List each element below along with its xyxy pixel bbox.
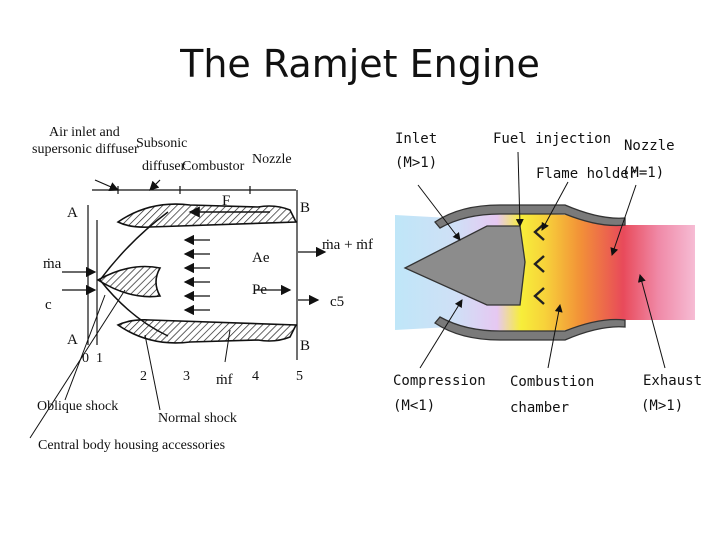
station-5-label: 5 bbox=[296, 369, 303, 384]
station-a-top-label: A bbox=[67, 205, 78, 221]
fuel-flow-label: ṁf bbox=[216, 372, 233, 388]
exit-area-label: Ae bbox=[252, 250, 270, 266]
station-0-label: 0 bbox=[82, 351, 89, 366]
station-4-label: 4 bbox=[252, 369, 259, 384]
station-a-bottom-label: A bbox=[67, 332, 78, 348]
nozzle-mach-label: (M=1) bbox=[622, 165, 664, 181]
station-b-top-label: B bbox=[300, 200, 310, 216]
subsonic-label-2: diffuser bbox=[142, 159, 186, 174]
inlet-velocity-label: c bbox=[45, 297, 52, 313]
mass-flow-air-label: ṁa bbox=[43, 256, 62, 272]
nozzle-label-right: Nozzle bbox=[624, 138, 675, 154]
flame-holders bbox=[533, 223, 545, 305]
normal-shock-label: Normal shock bbox=[158, 411, 237, 426]
centerbody-cone bbox=[403, 225, 526, 306]
compression-label: Compression bbox=[393, 373, 486, 389]
central-body bbox=[96, 265, 162, 298]
fuel-injection-label: Fuel injection bbox=[493, 131, 611, 147]
nozzle-label: Nozzle bbox=[252, 152, 292, 167]
pressure-arrows bbox=[183, 234, 292, 316]
flame-holder-label: Flame holder bbox=[536, 166, 637, 182]
exit-pressure-label: Pe bbox=[252, 282, 267, 298]
subsonic-label-1: Subsonic bbox=[136, 136, 187, 151]
oblique-shock-upper bbox=[99, 211, 169, 281]
combustor-label: Combustor bbox=[182, 159, 245, 174]
compression-mach-label: (M<1) bbox=[393, 398, 435, 414]
combustion-label-1: Combustion bbox=[510, 374, 594, 390]
station-2-label: 2 bbox=[140, 369, 147, 384]
oblique-shock-label: Oblique shock bbox=[37, 399, 118, 414]
leader-lines bbox=[29, 289, 231, 439]
station-1-label: 1 bbox=[96, 351, 103, 366]
exit-mass-flow-label: ṁa + ṁf bbox=[322, 237, 373, 253]
ramjet-schematic: Inlet (M>1) Fuel injection Flame holder … bbox=[393, 131, 702, 416]
lower-casing bbox=[116, 319, 298, 344]
air-inlet-label-2: supersonic diffuser bbox=[32, 142, 139, 157]
exhaust-mach-label: (M>1) bbox=[641, 398, 683, 414]
inlet-mach-label: (M>1) bbox=[395, 155, 437, 171]
top-dimension-lines bbox=[92, 179, 296, 194]
station-3-label: 3 bbox=[183, 369, 190, 384]
ramjet-cross-section: Air inlet and supersonic diffuser Subson… bbox=[29, 125, 373, 453]
oblique-shock-lower bbox=[99, 279, 169, 337]
exhaust-label: Exhaust bbox=[643, 373, 702, 389]
station-b-bottom-label: B bbox=[300, 338, 310, 354]
exit-velocity-label: c5 bbox=[330, 294, 344, 310]
upper-casing bbox=[116, 203, 298, 228]
casing-lower bbox=[434, 316, 626, 341]
central-body-label: Central body housing accessories bbox=[38, 438, 225, 453]
casing-upper bbox=[434, 204, 626, 229]
slide-title: The Ramjet Engine bbox=[180, 42, 540, 86]
schematic-leaders bbox=[417, 151, 666, 369]
inlet-label: Inlet bbox=[395, 131, 437, 147]
combustion-label-2: chamber bbox=[510, 400, 569, 416]
thrust-label: F bbox=[222, 193, 230, 209]
air-inlet-label-1: Air inlet and bbox=[49, 125, 120, 140]
